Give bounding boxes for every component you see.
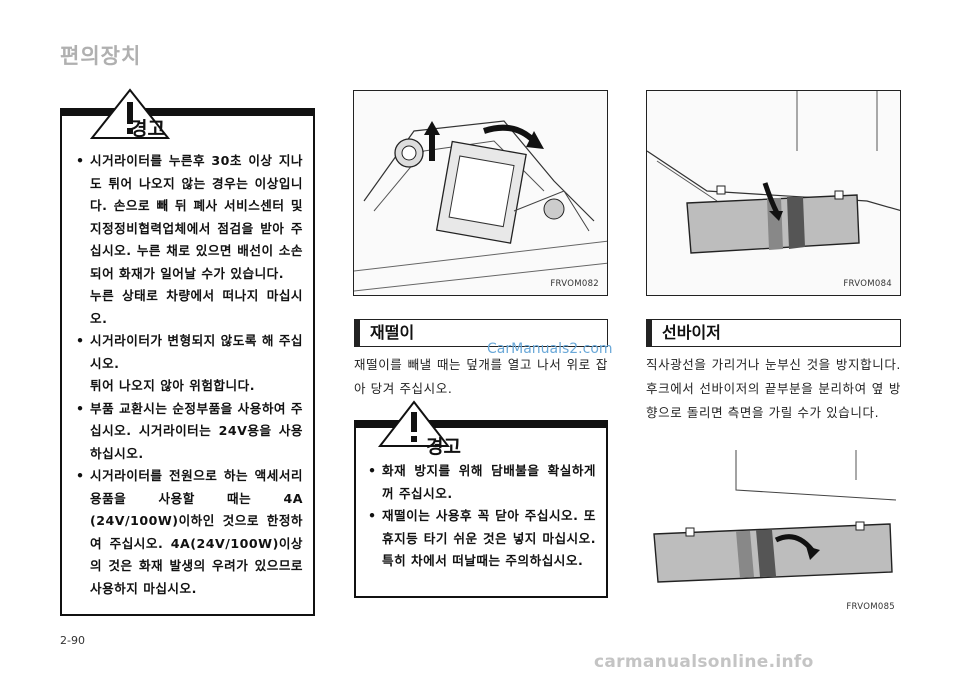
watermark-carmanualsonline: carmanualsonline.info	[594, 652, 814, 672]
watermark-carmanuals2: CarManuals2.com	[487, 341, 613, 357]
warning-item: 화재 방지를 위해 담배불을 확실하게 꺼 주십시오.	[368, 460, 596, 505]
warning-item: 시거라이터를 전원으로 하는 액세서리 용품을 사용할 때는 4A (24V/1…	[76, 465, 303, 600]
page-number: 2-90	[60, 634, 85, 647]
warning-title: 경고	[130, 118, 165, 140]
warning-item: 시거라이터를 누른후 30초 이상 지나도 튀어 나오지 않는 경우는 이상입니…	[76, 150, 303, 330]
ashtray-image: FRVOM082	[353, 90, 608, 296]
figure-code: FRVOM082	[550, 279, 599, 289]
warning-top-bar	[356, 422, 606, 428]
warning-list: 시거라이터를 누른후 30초 이상 지나도 튀어 나오지 않는 경우는 이상입니…	[76, 150, 303, 600]
warning-item: 부품 교환시는 순정부품을 사용하여 주십시오. 시거라이터는 24V용을 사용…	[76, 398, 303, 466]
figure-code: FRVOM085	[846, 602, 895, 612]
section-title: 편의장치	[60, 44, 142, 68]
warning-item-extra: 누른 상태로 차량에서 떠나지 마십시오.	[90, 288, 303, 326]
ashtray-illustration	[354, 91, 607, 295]
warning-triangle-icon	[378, 400, 450, 447]
sunvisor-heading: 선바이저	[646, 319, 901, 347]
sunvisor-illustration-top	[647, 91, 900, 295]
warning-top-bar	[62, 110, 313, 116]
sunvisor-body: 직사광선을 가리거나 눈부신 것을 방지합니다. 후크에서 선바이저의 끝부분을…	[646, 357, 901, 420]
warning-item: 시거라이터가 변형되지 않도록 해 주십시오.튀어 나오지 않아 위험합니다.	[76, 330, 303, 398]
warning-list: 화재 방지를 위해 담배불을 확실하게 꺼 주십시오. 재떨이는 사용후 꼭 닫…	[368, 460, 596, 573]
warning-item-extra: 튀어 나오지 않아 위험합니다.	[90, 378, 255, 393]
warning-title: 경고	[426, 436, 461, 458]
sunvisor-illustration-bottom	[653, 450, 897, 583]
ashtray-body: 재떨이를 빼낼 때는 덮개를 열고 나서 위로 잡아 당겨 주십시오.	[354, 357, 608, 396]
warning-header: 경고	[60, 88, 315, 144]
warning-item: 재떨이는 사용후 꼭 닫아 주십시오. 또 휴지등 타기 쉬운 것은 넣지 마십…	[368, 505, 596, 573]
warning-box-ashtray: 화재 방지를 위해 담배불을 확실하게 꺼 주십시오. 재떨이는 사용후 꼭 닫…	[354, 420, 608, 598]
figure-code: FRVOM084	[843, 279, 892, 289]
sunvisor-image-top: FRVOM084	[646, 90, 901, 296]
sunvisor-image-bottom: FRVOM085	[646, 450, 901, 620]
warning-triangle-icon	[90, 88, 170, 139]
warning-box-cigarette-lighter: 시거라이터를 누른후 30초 이상 지나도 튀어 나오지 않는 경우는 이상입니…	[60, 108, 315, 616]
ashtray-heading: 재떨이	[354, 319, 608, 347]
